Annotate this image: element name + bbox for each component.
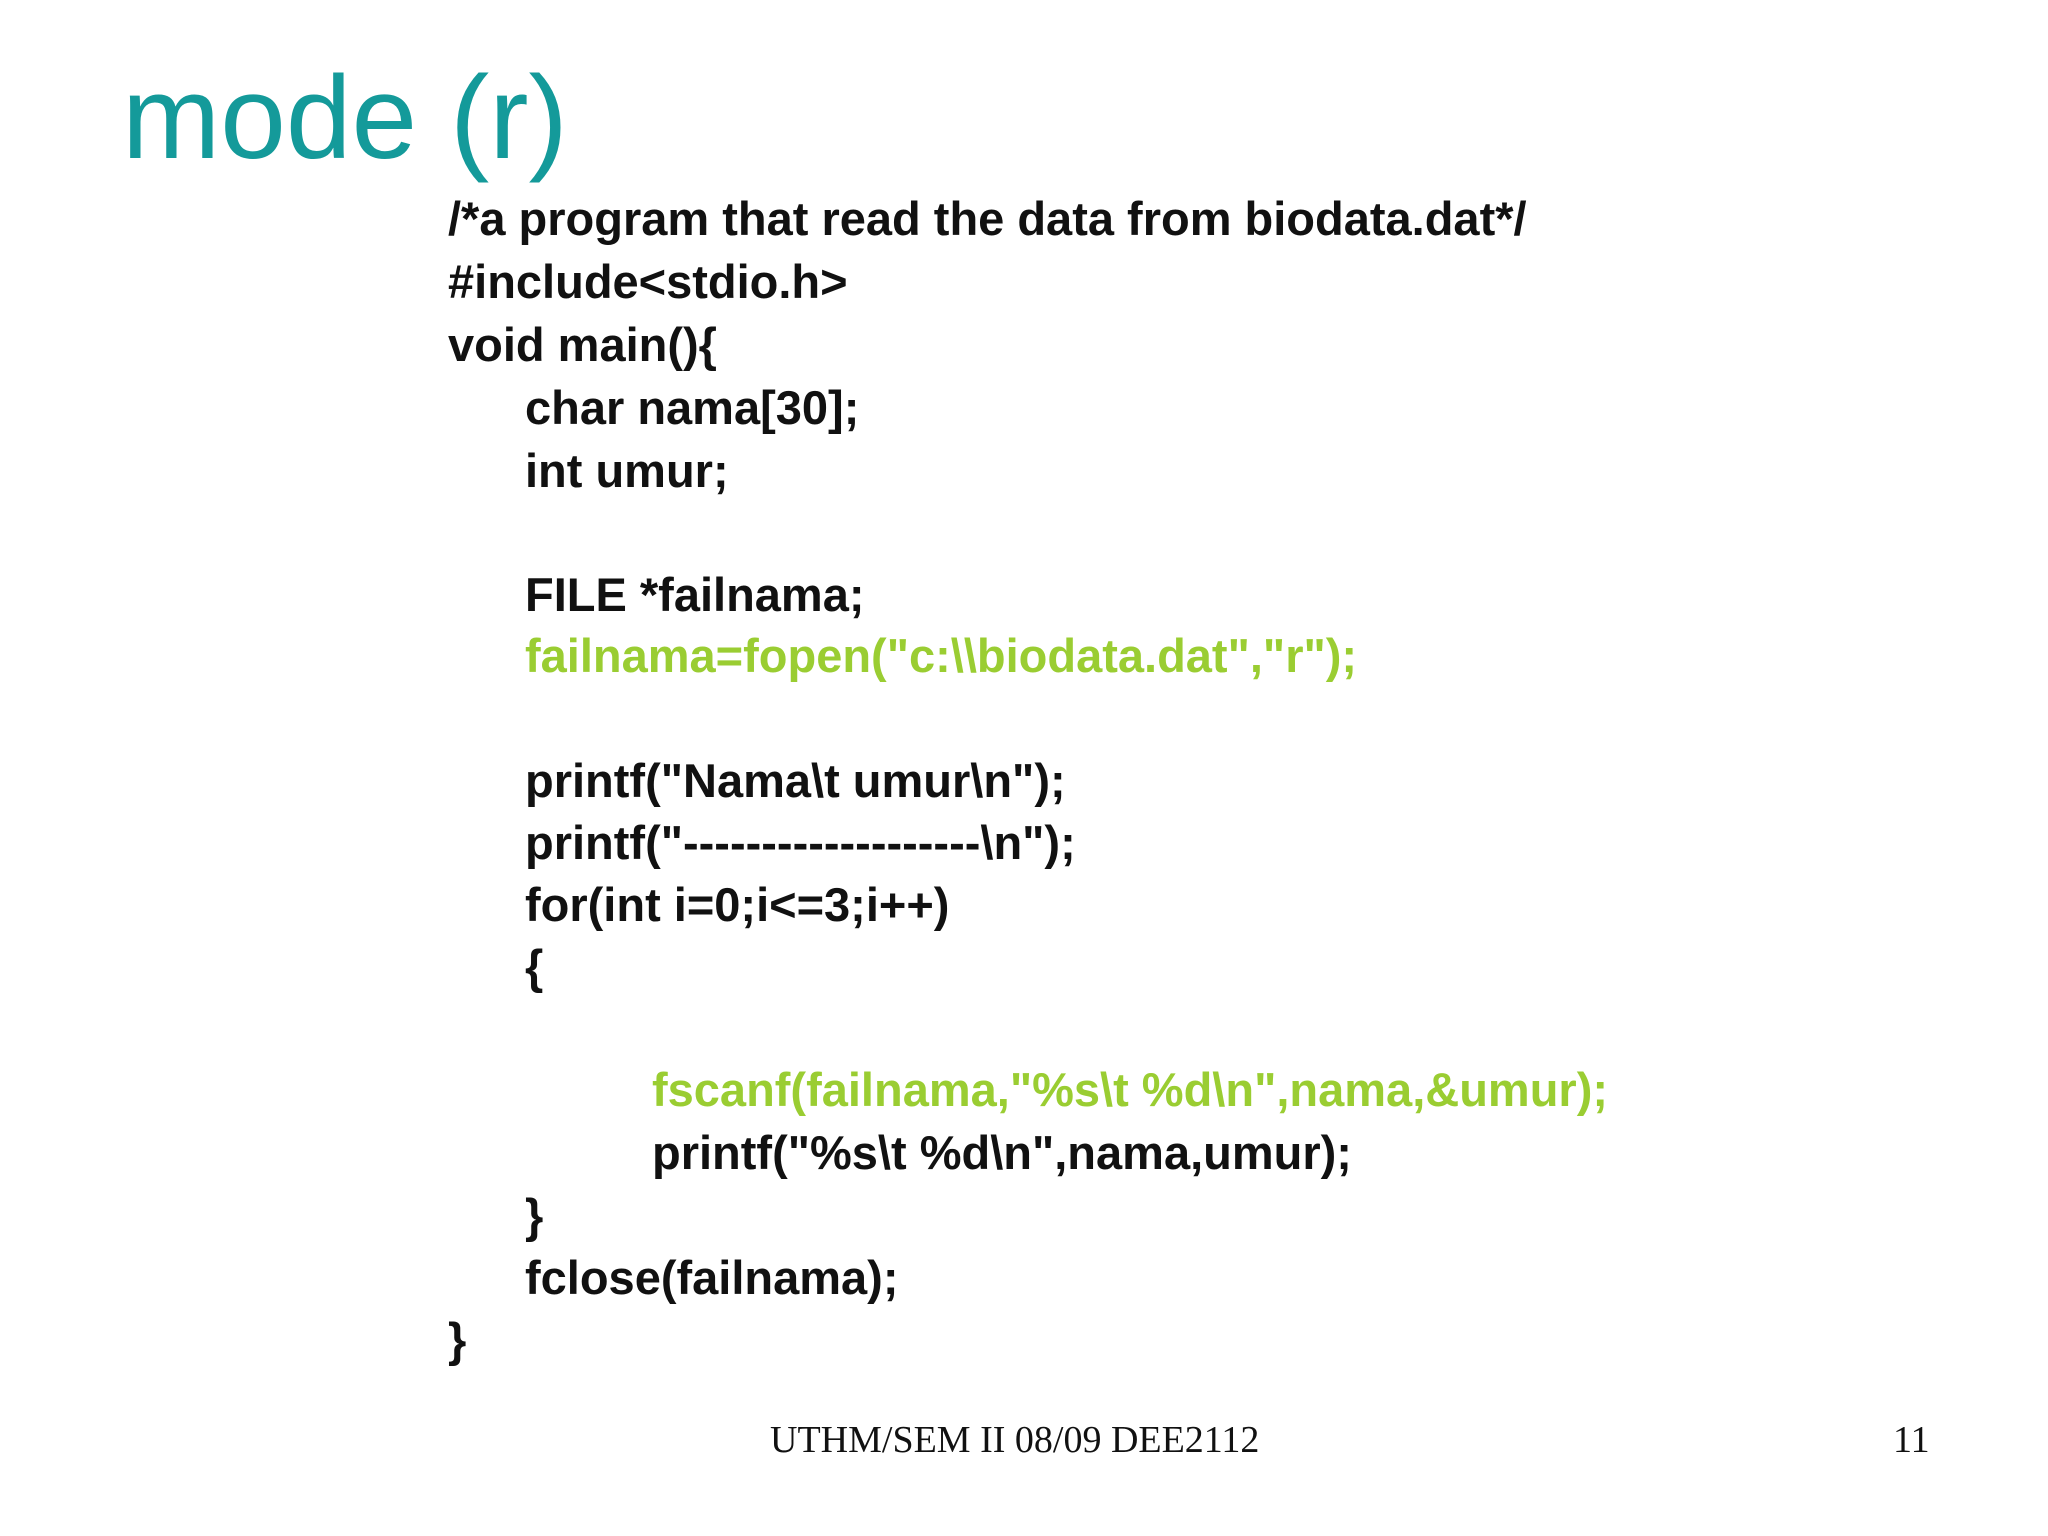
slide-title: mode (r) bbox=[122, 52, 568, 184]
code-line-for-loop: for(int i=0;i<=3;i++) bbox=[525, 878, 950, 931]
code-line-printf-values: printf("%s\t %d\n",nama,umur); bbox=[652, 1126, 1352, 1179]
code-line-fclose: fclose(failnama); bbox=[525, 1251, 899, 1304]
code-line-main-close-brace: } bbox=[448, 1313, 467, 1366]
code-line-printf-separator: printf("-------------------\n"); bbox=[525, 816, 1076, 869]
code-line-main: void main(){ bbox=[448, 318, 717, 371]
code-line-char-declaration: char nama[30]; bbox=[525, 381, 860, 434]
footer-course-code: UTHM/SEM II 08/09 DEE2112 bbox=[770, 1419, 1260, 1461]
code-line-int-declaration: int umur; bbox=[525, 444, 729, 497]
code-line-file-declaration: FILE *failnama; bbox=[525, 568, 865, 621]
code-line-include: #include<stdio.h> bbox=[448, 255, 848, 308]
code-line-close-brace: } bbox=[525, 1189, 544, 1242]
code-line-printf-header: printf("Nama\t umur\n"); bbox=[525, 754, 1066, 807]
code-line-fscanf: fscanf(failnama,"%s\t %d\n",nama,&umur); bbox=[652, 1063, 1608, 1116]
code-line-open-brace: { bbox=[525, 940, 544, 993]
code-line-comment: /*a program that read the data from biod… bbox=[448, 192, 1527, 245]
page-number: 11 bbox=[1893, 1419, 1930, 1461]
code-line-fopen: failnama=fopen("c:\\biodata.dat","r"); bbox=[525, 629, 1358, 682]
